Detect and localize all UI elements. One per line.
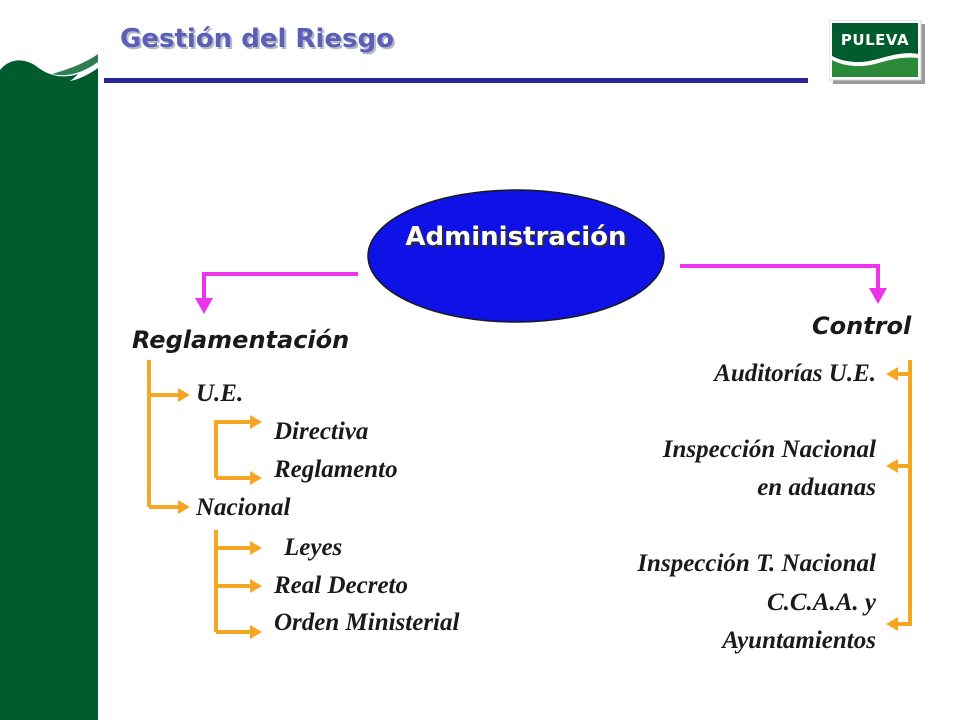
right-connector-arrow bbox=[680, 264, 887, 304]
title-underline bbox=[104, 78, 808, 83]
left-tree-arrowheads bbox=[178, 388, 262, 639]
left-connector-arrow bbox=[195, 272, 358, 314]
wave-decoration bbox=[0, 0, 98, 89]
right-item: Auditorías U.E. bbox=[714, 360, 876, 387]
sidebar-band bbox=[0, 0, 98, 720]
left-item: Directiva bbox=[274, 418, 369, 445]
puleva-logo: PULEVA bbox=[829, 20, 925, 84]
left-item: Reglamento bbox=[274, 456, 398, 483]
right-item: Inspección Nacional bbox=[662, 436, 876, 463]
right-tree-lines bbox=[896, 360, 912, 626]
left-item: Real Decreto bbox=[274, 572, 408, 599]
logo-wordmark: PULEVA bbox=[840, 31, 910, 49]
root-ellipse bbox=[367, 189, 665, 323]
left-branch-title: Reglamentación bbox=[132, 326, 350, 354]
right-item: Inspección T. Nacional bbox=[637, 550, 876, 577]
left-group-label: Nacional bbox=[196, 494, 291, 521]
left-item: Leyes bbox=[284, 534, 343, 561]
right-item: C.C.A.A. y bbox=[766, 589, 876, 616]
root-node-label: Administración bbox=[405, 222, 627, 252]
page-title: Gestión del Riesgo bbox=[120, 24, 394, 54]
right-item: Ayuntamientos bbox=[722, 627, 876, 654]
right-branch-title: Control bbox=[812, 312, 912, 340]
left-item: Orden Ministerial bbox=[274, 609, 460, 636]
left-group-label: U.E. bbox=[196, 380, 244, 407]
right-item: en aduanas bbox=[757, 474, 876, 501]
right-tree-arrowheads bbox=[886, 367, 898, 631]
left-tree-lines bbox=[147, 360, 252, 634]
